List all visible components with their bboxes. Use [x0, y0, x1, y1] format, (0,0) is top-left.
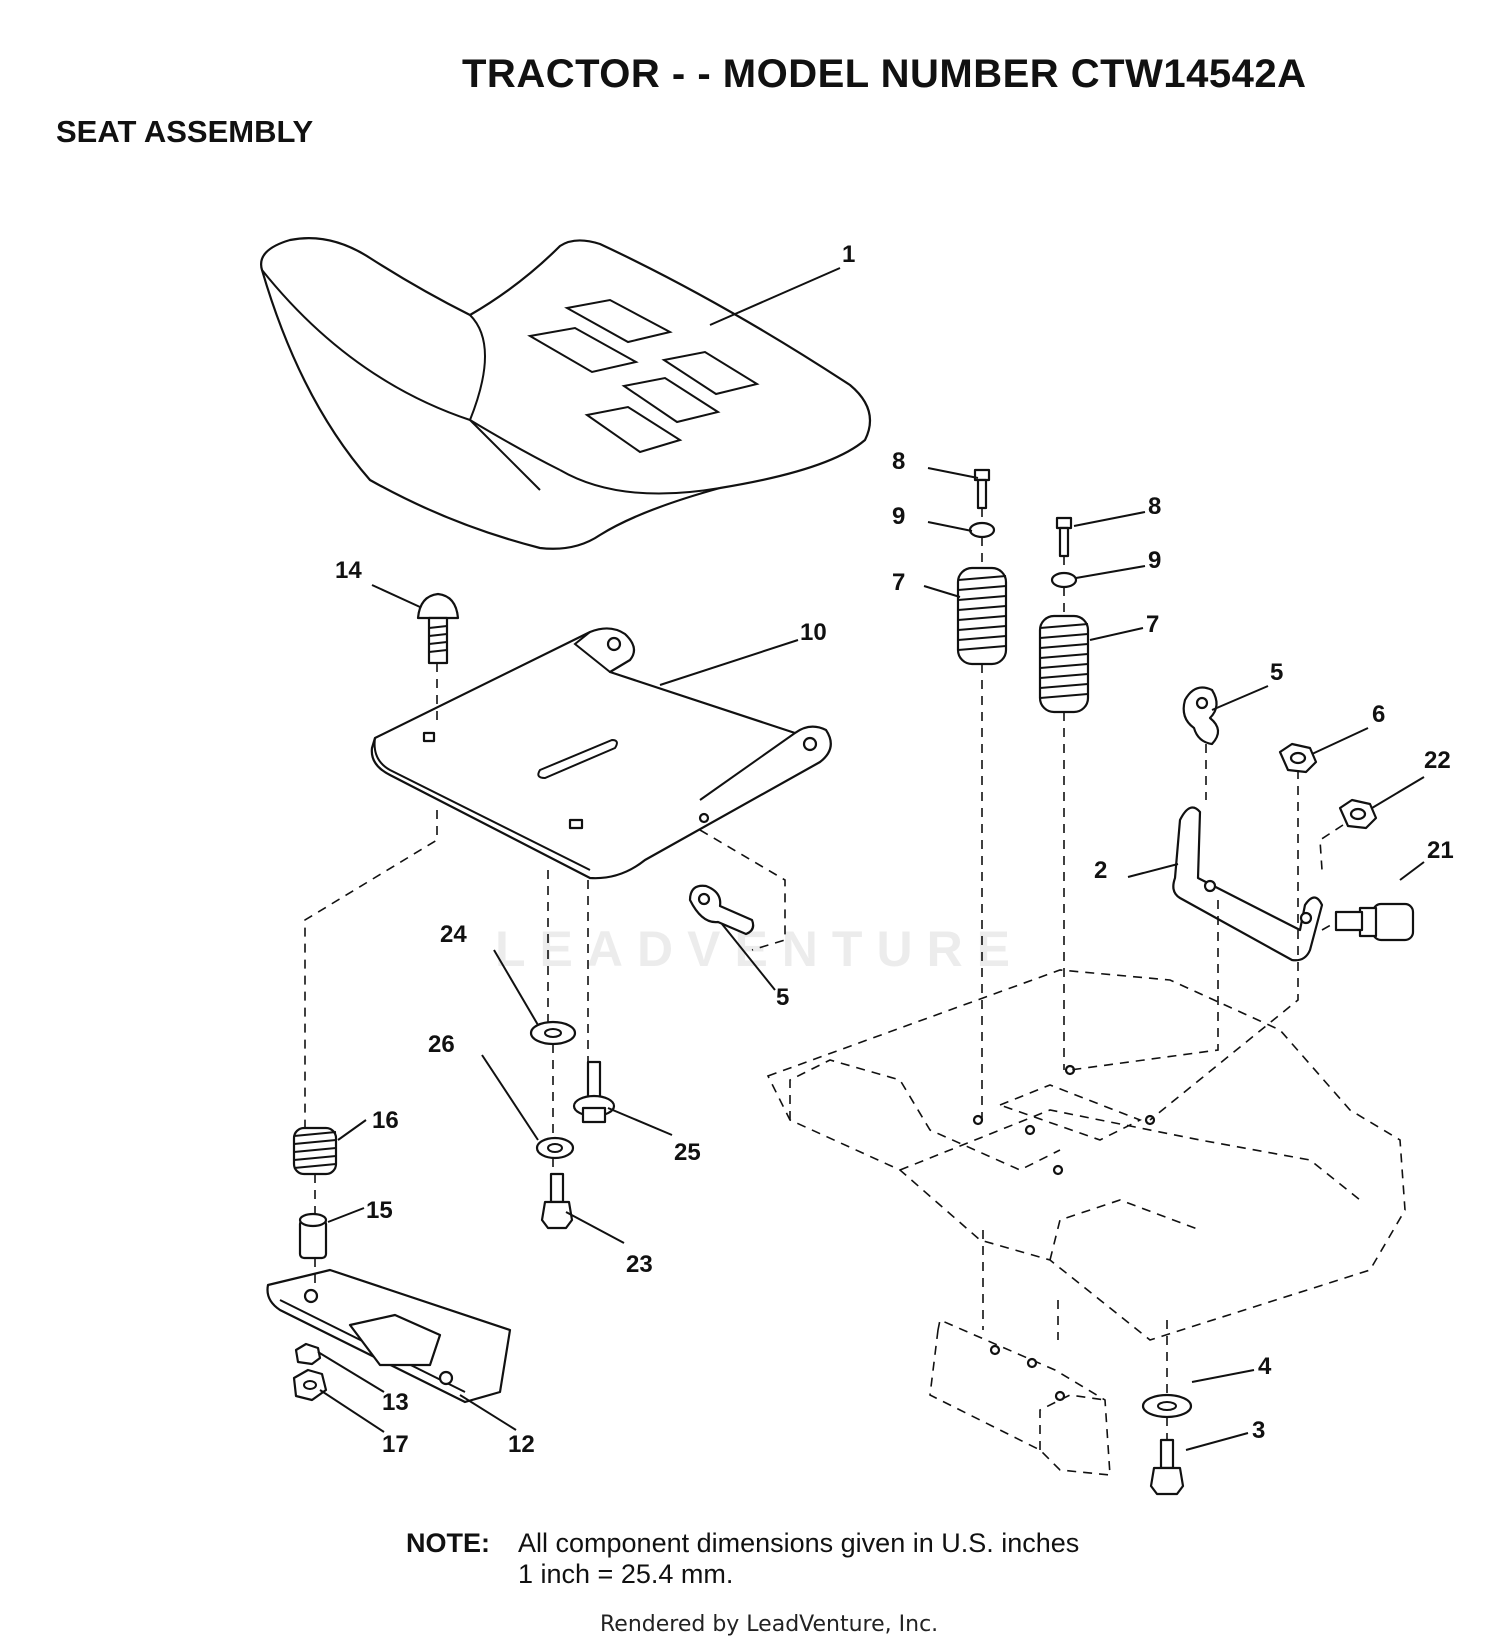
callout-3: 3: [1252, 1417, 1265, 1444]
mounting-plate-part-12: [266, 1268, 512, 1404]
hex-nut-part-6: [1278, 742, 1318, 774]
note-line-1: All component dimensions given in U.S. i…: [518, 1528, 1080, 1558]
callout-15: 15: [366, 1197, 393, 1224]
callout-6: 6: [1372, 701, 1385, 728]
bracket-part-2: [1172, 806, 1324, 962]
callout-14: 14: [335, 557, 362, 584]
callout-8-left: 8: [892, 448, 905, 475]
callout-9-left: 9: [892, 503, 905, 530]
clip-part-5b: [688, 884, 755, 936]
callout-8-right: 8: [1148, 493, 1161, 520]
callout-13: 13: [382, 1389, 409, 1416]
callout-4: 4: [1258, 1353, 1272, 1380]
assembly-center-lines: [304, 508, 1344, 1440]
tractor-frame-reference: [766, 969, 1406, 1476]
bolt-part-25: [572, 1060, 616, 1124]
nut-part-13: [294, 1342, 322, 1366]
spacer-part-15: [298, 1212, 328, 1260]
callout-5-lower: 5: [776, 984, 789, 1011]
section-title: SEAT ASSEMBLY: [56, 114, 314, 149]
spring-part-7a: [956, 566, 1008, 666]
spring-part-7b: [1038, 614, 1090, 714]
render-credit: Rendered by LeadVenture, Inc.: [600, 1612, 939, 1637]
note-label: NOTE:: [406, 1528, 490, 1558]
callout-7-left: 7: [892, 569, 905, 596]
bolt-part-23: [540, 1172, 574, 1230]
note-line-2: 1 inch = 25.4 mm.: [518, 1559, 734, 1589]
callout-25: 25: [674, 1139, 701, 1166]
callout-9-right: 9: [1148, 547, 1161, 574]
callout-7-right: 7: [1146, 611, 1159, 638]
seat-pan-part: [370, 627, 832, 880]
callout-2: 2: [1094, 857, 1107, 884]
callout-21: 21: [1427, 837, 1454, 864]
hex-nut-part-22: [1338, 798, 1378, 830]
lock-washer-part-26: [535, 1136, 575, 1160]
callout-26: 26: [428, 1031, 455, 1058]
dimensions-note: NOTE: All component dimensions given in U…: [406, 1528, 1079, 1590]
bolt-part-3: [1149, 1438, 1185, 1496]
seat-part: [260, 237, 872, 550]
spring-part-16: [292, 1126, 338, 1176]
leader-lines: [317, 267, 1425, 1451]
diagram-title: TRACTOR - - MODEL NUMBER CTW14542A: [462, 52, 1307, 96]
nut-part-17: [292, 1368, 328, 1402]
callout-16: 16: [372, 1107, 399, 1134]
washer-part-24: [529, 1020, 577, 1046]
clip-part-5a: [1182, 686, 1220, 746]
callout-23: 23: [626, 1251, 653, 1278]
callout-17: 17: [382, 1431, 409, 1458]
callout-22: 22: [1424, 747, 1451, 774]
washer-part-4: [1141, 1393, 1193, 1419]
callout-5-upper: 5: [1270, 659, 1283, 686]
callout-10: 10: [800, 619, 827, 646]
carriage-bolt-part: [416, 592, 460, 665]
callout-1: 1: [842, 241, 855, 268]
callout-24: 24: [440, 921, 467, 948]
shoulder-bolt-part-21: [1334, 902, 1415, 942]
bolt-part-8b: [1055, 516, 1073, 558]
washer-part-9b: [1050, 571, 1078, 589]
washer-part-9a: [968, 521, 996, 539]
bolt-part-8a: [973, 468, 991, 510]
callout-12: 12: [508, 1431, 535, 1458]
